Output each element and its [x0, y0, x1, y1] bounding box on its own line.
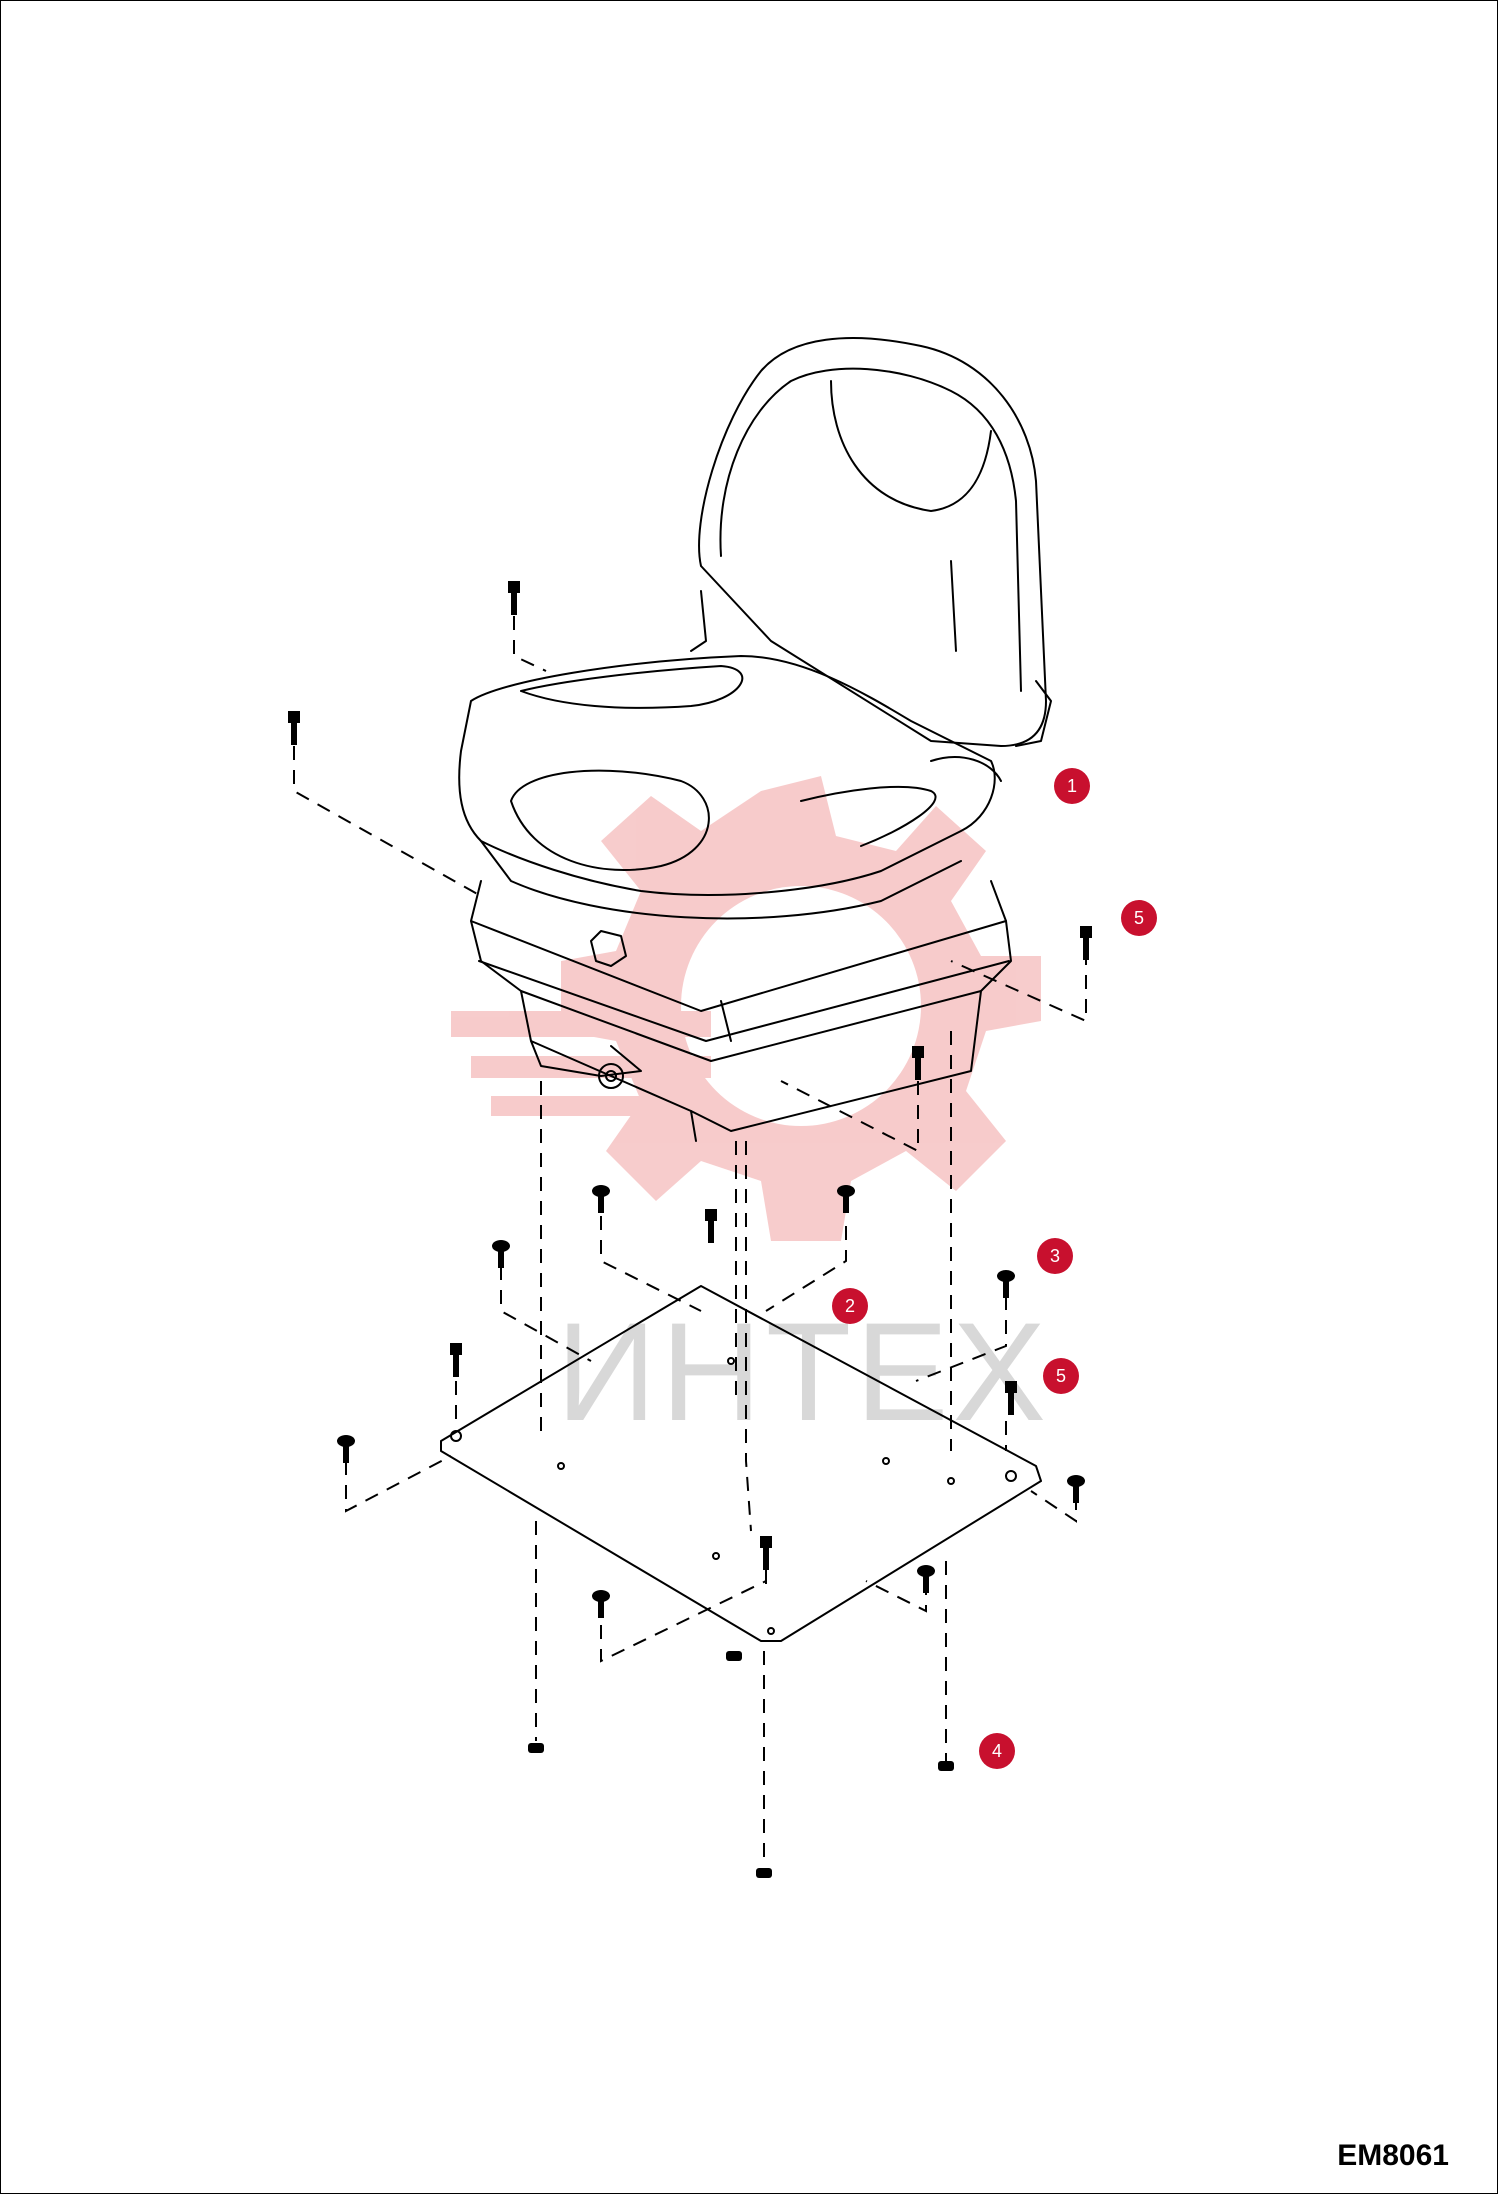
- mounting-plate: [440, 1285, 1042, 1642]
- carriage-bolt-icon: [997, 1270, 1015, 1298]
- callout-4: 4: [979, 1733, 1015, 1769]
- flange-nut-icon: [938, 1761, 954, 1771]
- flange-screw-icon: [288, 711, 300, 745]
- seat-cushion: [458, 655, 1002, 920]
- flange-screw-icon: [912, 1046, 924, 1080]
- flange-screw-icon: [450, 1343, 462, 1377]
- flange-screw-icon: [705, 1209, 717, 1243]
- flange-screw-icon: [1005, 1381, 1017, 1415]
- carriage-bolt-icon: [592, 1185, 610, 1213]
- callout-1: 1: [1054, 768, 1090, 804]
- callout-5-upper: 5: [1121, 900, 1157, 936]
- fasteners: [288, 581, 1092, 1878]
- drawing-code: EM8061: [1337, 2139, 1449, 2172]
- callout-2: 2: [832, 1288, 868, 1324]
- flange-screw-icon: [760, 1536, 772, 1570]
- callout-5-lower: 5: [1043, 1358, 1079, 1394]
- assembly-lines: [293, 616, 1087, 1866]
- flange-nut-icon: [756, 1868, 772, 1878]
- flange-screw-icon: [1080, 926, 1092, 960]
- seat-suspension: [470, 880, 1012, 1142]
- carriage-bolt-icon: [1067, 1475, 1085, 1503]
- flange-screw-icon: [508, 581, 520, 615]
- carriage-bolt-icon: [837, 1185, 855, 1213]
- carriage-bolt-icon: [917, 1565, 935, 1593]
- watermark-text: ИНТЕХ: [556, 1293, 1051, 1450]
- carriage-bolt-icon: [337, 1435, 355, 1463]
- watermark-gear-logo: [451, 776, 1041, 1241]
- flange-nut-icon: [528, 1743, 544, 1753]
- carriage-bolt-icon: [492, 1240, 510, 1268]
- carriage-bolt-icon: [592, 1590, 610, 1618]
- seat-backrest: [690, 337, 1052, 747]
- flange-nut-icon: [726, 1651, 742, 1661]
- callout-3: 3: [1037, 1238, 1073, 1274]
